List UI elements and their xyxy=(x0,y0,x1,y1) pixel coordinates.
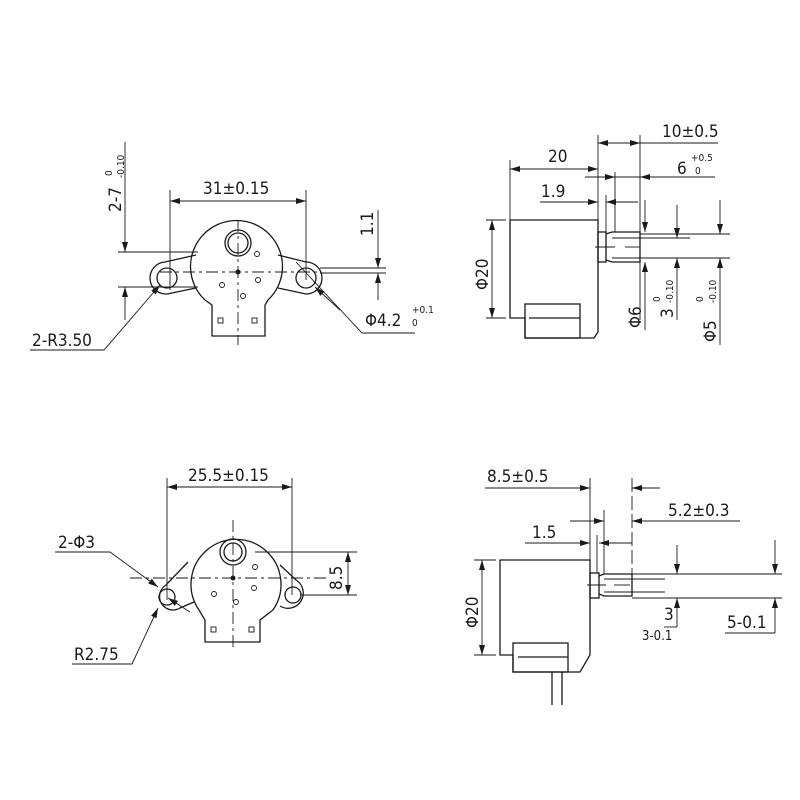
motor-outline xyxy=(130,520,330,650)
dimensions: 20 10±0.5 6 +0.5 0 1.9 Φ20 Φ6 xyxy=(473,122,730,345)
shaft-dia-label: 5-0.1 xyxy=(727,613,767,633)
tol-lower: -0.10 xyxy=(116,154,127,178)
tol-upper: +0.5 xyxy=(691,153,713,164)
mount-pitch-label: 31±0.15 xyxy=(203,179,269,199)
dimensions: 31±0.15 2-7 0 -0.10 1.1 2-R3.50 Φ4.2 +0.… xyxy=(30,142,434,351)
body-length-label: 20 xyxy=(548,147,567,167)
tol-upper: +0.1 xyxy=(412,305,434,316)
motor-outline xyxy=(509,219,690,339)
tol-lower: -0.10 xyxy=(665,279,676,303)
tol-upper: 0 xyxy=(652,296,663,302)
body-dia-label: Φ20 xyxy=(473,259,493,291)
body-dia-label: Φ20 xyxy=(463,597,483,629)
dimensions: 25.5±0.15 8.5 2-Φ3 R2.75 xyxy=(55,466,357,665)
flat-length-label: 6 xyxy=(677,159,687,179)
hole-dia-label: 2-Φ3 xyxy=(58,533,95,553)
mount-pitch-label: 25.5±0.15 xyxy=(188,466,269,486)
front-view-b: 25.5±0.15 8.5 2-Φ3 R2.75 xyxy=(55,466,357,665)
flat-width-label: 3 xyxy=(664,605,674,625)
motor-outline xyxy=(149,219,323,345)
flat-width-tol: 3-0.1 xyxy=(642,629,672,644)
side-view-a: 20 10±0.5 6 +0.5 0 1.9 Φ20 Φ6 xyxy=(473,122,730,345)
ear-radius-label: R2.75 xyxy=(74,645,119,665)
flat-length-label: 5.2±0.3 xyxy=(668,501,729,521)
shaft-length-label: 8.5±0.5 xyxy=(487,467,548,487)
front-view-a: 31±0.15 2-7 0 -0.10 1.1 2-R3.50 Φ4.2 +0.… xyxy=(30,142,434,351)
side-view-b: 8.5±0.5 5.2±0.3 1.5 Φ20 3 3-0.1 5 xyxy=(463,467,782,705)
hole-dia-label: Φ4.2 xyxy=(365,311,401,331)
boss-dia-label: Φ6 xyxy=(626,306,646,328)
offset-label: 8.5 xyxy=(327,566,347,590)
tol-lower: 0 xyxy=(412,318,418,329)
ear-thickness-label: 2-7 xyxy=(106,187,126,212)
boss-length-label: 1.5 xyxy=(532,523,556,543)
offset-label: 1.1 xyxy=(358,212,378,236)
dimensions: 8.5±0.5 5.2±0.3 1.5 Φ20 3 3-0.1 5 xyxy=(463,467,782,656)
tol-lower: -0.10 xyxy=(708,279,719,303)
flat-width-label: 3 xyxy=(658,308,678,318)
tol-upper: 0 xyxy=(695,296,706,302)
motor-outline xyxy=(499,559,665,705)
boss-length-label: 1.9 xyxy=(541,182,565,202)
ear-radius-label: 2-R3.50 xyxy=(32,331,92,351)
shaft-length-label: 10±0.5 xyxy=(662,122,719,142)
tol-lower: 0 xyxy=(695,166,701,177)
shaft-dia-label: Φ5 xyxy=(701,320,721,342)
tol-upper: 0 xyxy=(104,170,115,176)
